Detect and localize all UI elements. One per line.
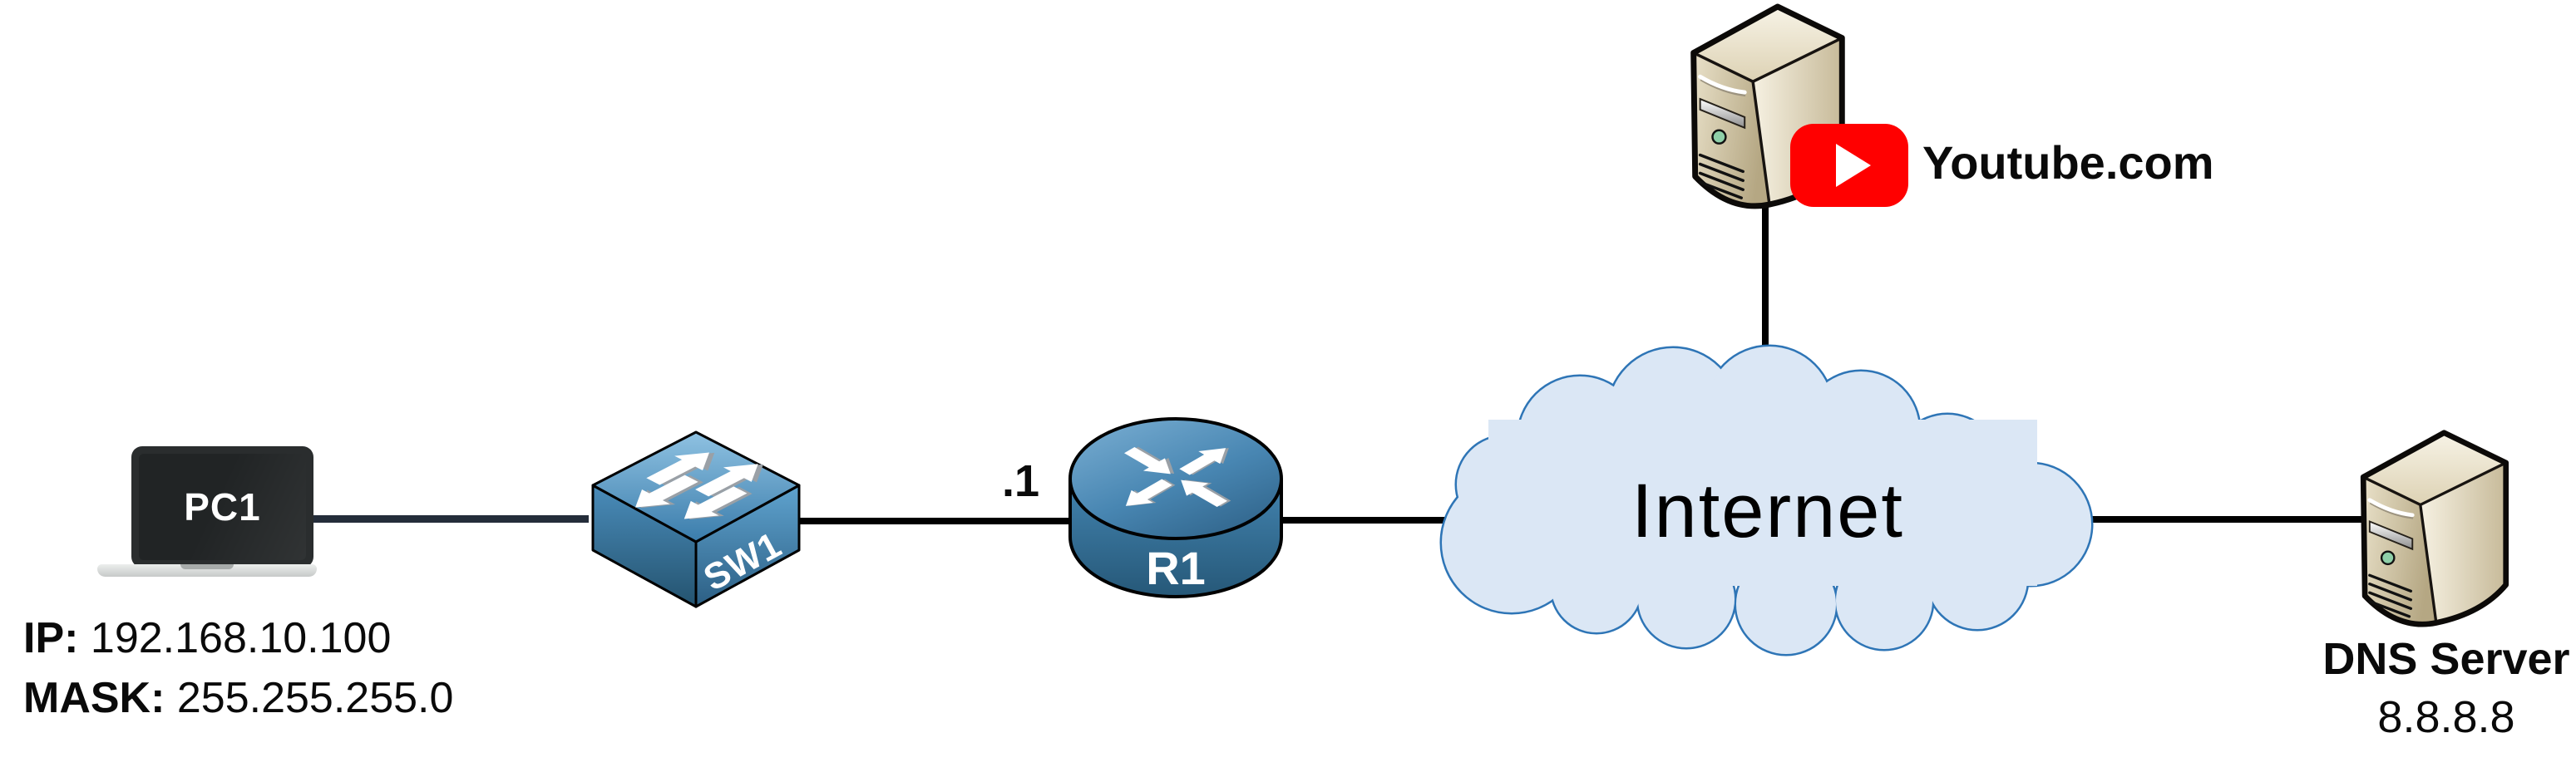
laptop-base [97,564,317,577]
link-switch-router [800,518,1070,524]
pc-label: PC1 [184,485,261,529]
pc-ip-value: 192.168.10.100 [90,614,392,662]
dns-server-icon [2355,428,2513,630]
pc-address-info: IP: 192.168.10.100 MASK: 255.255.255.0 [23,609,453,729]
laptop-hinge-notch [180,564,234,569]
pc-mask-value: 255.255.255.0 [176,673,454,722]
play-triangle-icon [1836,144,1871,187]
cloud-icon [1439,344,2094,657]
laptop-screen-inner: PC1 [139,454,306,560]
dns-server-ip: 8.8.8.8 [2377,691,2515,742]
pc-mask-line: MASK: 255.255.255.0 [23,669,453,729]
pc-ip-label: IP: [23,614,79,662]
link-pc-switch [311,515,589,523]
dns-server-label: DNS Server [2322,634,2570,684]
router-icon: R1 [1068,417,1283,598]
link-cloud-dns [2087,516,2361,523]
link-youtube-cloud [1762,203,1769,365]
youtube-play-icon [1790,124,1908,207]
laptop-screen: PC1 [131,446,313,568]
pc-mask-label: MASK: [23,673,165,722]
router-port-label: .1 [1001,456,1039,506]
youtube-label: Youtube.com [1922,136,2214,189]
cloud-label: Internet [1631,469,1904,553]
pc-ip-line: IP: 192.168.10.100 [23,609,453,669]
router-label: R1 [1146,542,1206,594]
dns-label-block: DNS Server 8.8.8.8 [2280,632,2576,746]
switch-icon: SW1 [591,430,801,608]
link-router-cloud [1279,517,1453,524]
